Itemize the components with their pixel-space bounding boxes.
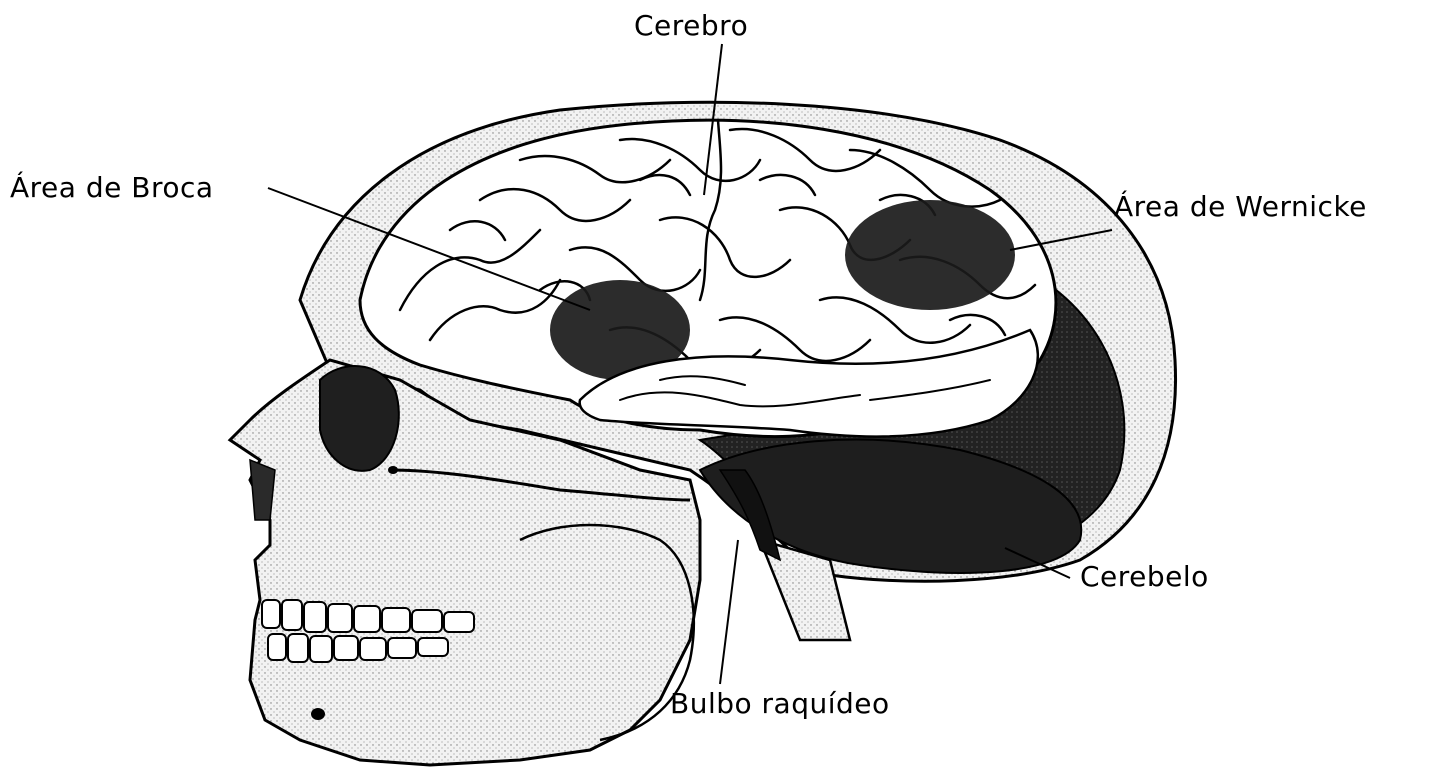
label-wernicke-area: Área de Wernicke <box>1114 193 1367 221</box>
eye-socket <box>320 366 399 471</box>
label-cerebelo: Cerebelo <box>1080 563 1209 591</box>
infraorbital-foramen <box>388 466 398 474</box>
leader-line-bulbo <box>720 540 738 684</box>
label-bulbo-raquideo: Bulbo raquídeo <box>670 690 890 718</box>
label-broca-area: Área de Broca <box>10 174 214 202</box>
label-cerebro: Cerebro <box>634 12 748 40</box>
nasal-cavity <box>250 460 275 520</box>
mental-foramen <box>311 708 325 720</box>
wernicke-area-region <box>845 200 1015 310</box>
